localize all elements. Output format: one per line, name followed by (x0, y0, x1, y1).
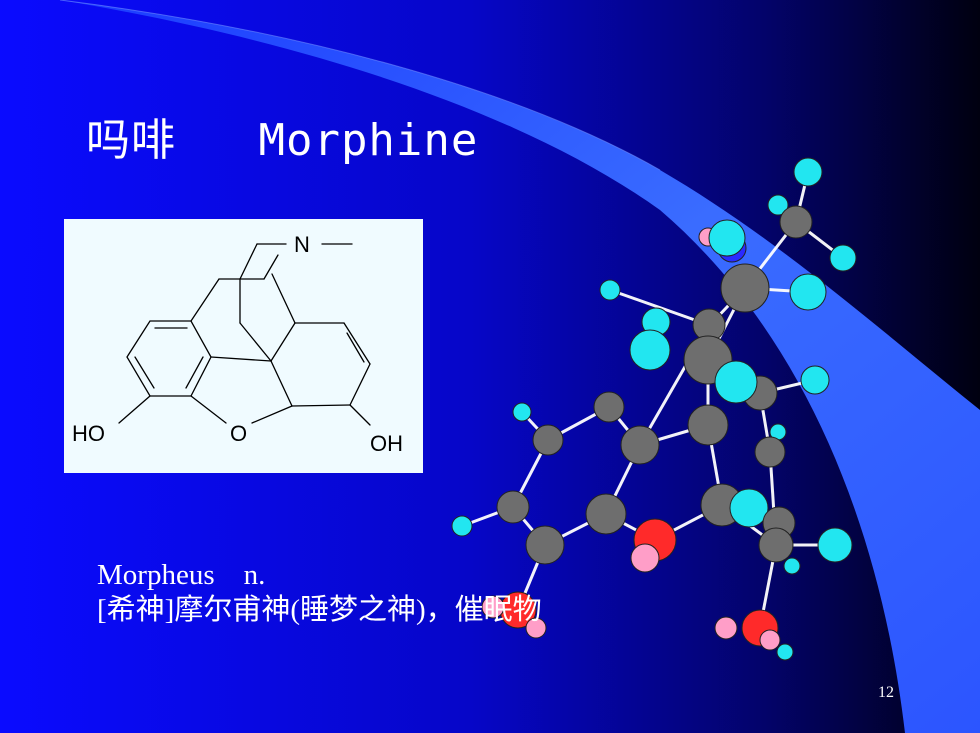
hydrogen-atom (800, 365, 830, 395)
carbon-atom (532, 424, 564, 456)
caption: Morpheus n. [希神]摩尔甫神(睡梦之神)，催眠物 (97, 558, 542, 628)
carbon-atom (593, 391, 625, 423)
carbon-atom (779, 205, 813, 239)
carbon-atom (620, 425, 660, 465)
carbon-atom (758, 527, 794, 563)
hydrogen-atom (767, 194, 789, 216)
pink-atom (630, 543, 660, 573)
carbon-atom (585, 493, 627, 535)
caption-line-1: Morpheus n. (97, 559, 266, 591)
carbon-atom (754, 436, 786, 468)
atom-label-o: O (230, 421, 247, 446)
atom-label-ho: HO (72, 421, 105, 446)
pink-atom (714, 616, 738, 640)
hydrogen-atom (512, 402, 532, 422)
hydrogen-atom (629, 329, 671, 371)
carbon-atom (687, 404, 729, 446)
carbon-atom (496, 490, 530, 524)
hydrogen-atom (714, 360, 758, 404)
atom-label-n: N (294, 232, 310, 257)
atoms (451, 157, 857, 661)
pink-atom (759, 629, 781, 651)
hydrogen-atom (729, 488, 769, 528)
hydrogen-atom (708, 219, 746, 257)
pink-atom (525, 617, 547, 639)
hydrogen-atom (789, 273, 827, 311)
hydrogen-atom (451, 515, 473, 537)
morphine-structure-diagram: N O HO OH (72, 232, 403, 456)
page-number: 12 (878, 684, 894, 701)
structural-formula-panel: N O HO OH (64, 219, 423, 473)
hydrogen-atom (776, 643, 794, 661)
pink-atom (481, 595, 505, 619)
hydrogen-atom (817, 527, 853, 563)
carbon-atom (720, 263, 770, 313)
carbon-atom (525, 525, 565, 565)
slide-title: 吗啡 Morphine (86, 115, 479, 166)
caption-line-2: [希神]摩尔甫神(睡梦之神)，催眠物 (97, 594, 542, 626)
hydrogen-atom (599, 279, 621, 301)
hydrogen-atom (829, 244, 857, 272)
atom-label-oh: OH (370, 431, 403, 456)
hydrogen-atom (783, 557, 801, 575)
hydrogen-atom (793, 157, 823, 187)
